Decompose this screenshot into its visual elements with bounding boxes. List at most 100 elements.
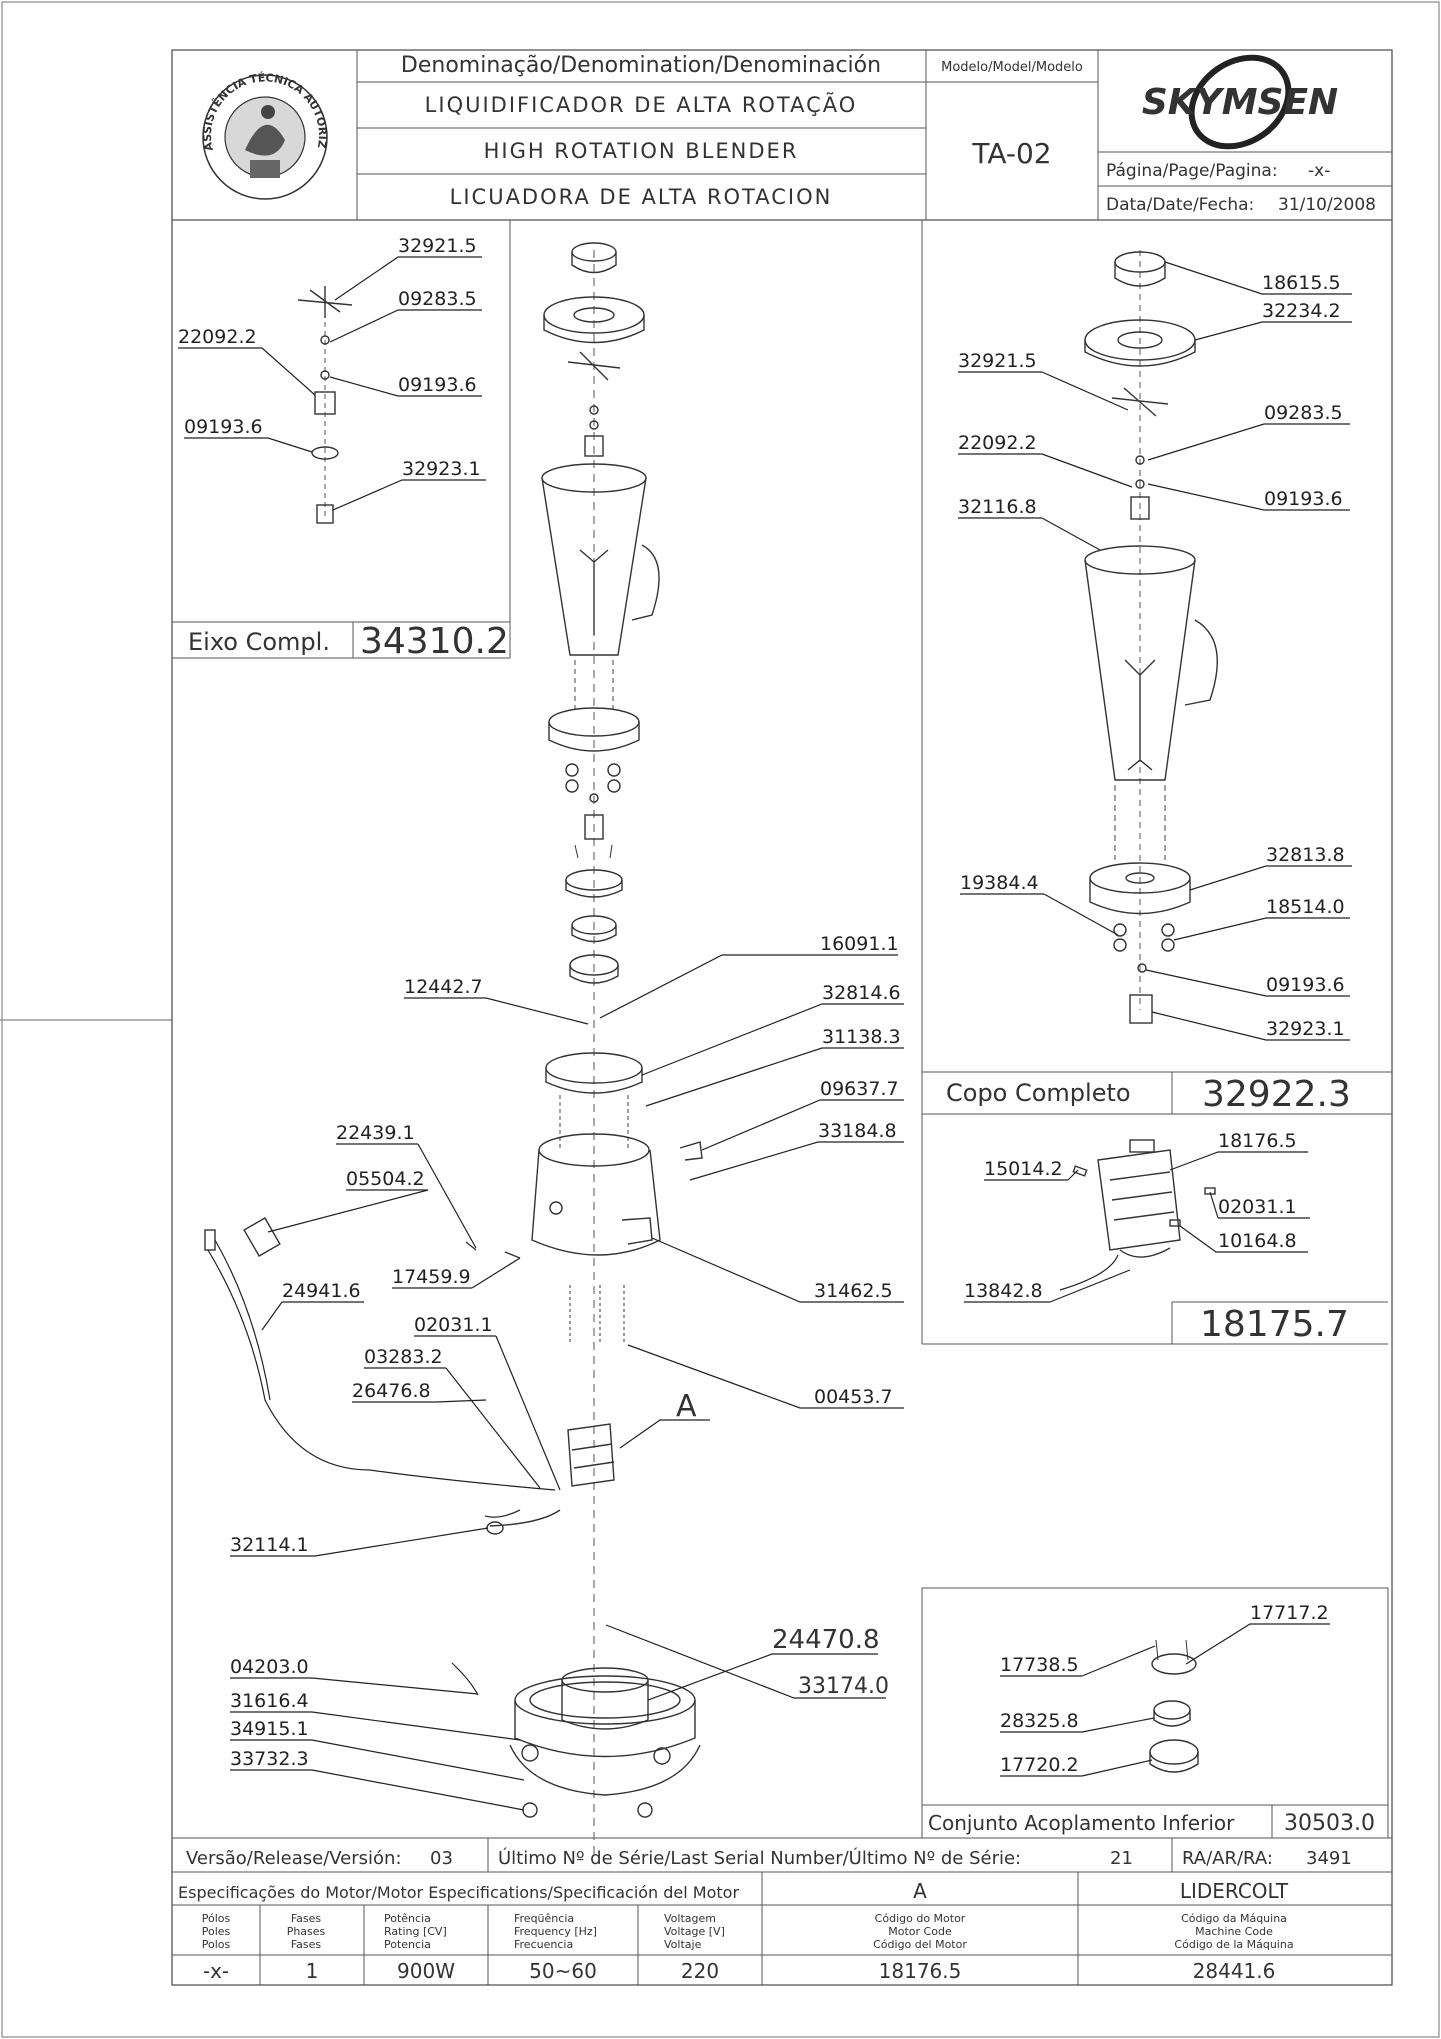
col-phases: Fases: [291, 1912, 322, 1925]
callout-label: 32921.5: [398, 235, 477, 257]
shaft-code: 34310.2: [360, 621, 509, 662]
callout-label: 33732.3: [230, 1748, 309, 1770]
footer-block: Versão/Release/Versión: 03 Último Nº de …: [172, 1837, 1392, 1985]
motor-drawing: [1059, 1139, 1216, 1291]
callout-label: 32923.1: [402, 458, 481, 480]
col-volt: Voltage [V]: [664, 1925, 725, 1938]
callout-label: 02031.1: [1218, 1196, 1297, 1218]
callout-label: 34915.1: [230, 1718, 309, 1740]
page-value: -x-: [1308, 161, 1330, 181]
shaft-label: Eixo Compl.: [188, 628, 330, 656]
callout-label: 17720.2: [1000, 1754, 1079, 1776]
spec-maker: LIDERCOLT: [1180, 1879, 1289, 1903]
callout-label: 09193.6: [1266, 974, 1345, 996]
callout-label: 09193.6: [398, 374, 477, 396]
coupling-code: 30503.0: [1284, 1811, 1375, 1836]
callout-label: 13842.8: [964, 1280, 1043, 1302]
callout-label: 22439.1: [336, 1122, 415, 1144]
callout-label: 09193.6: [184, 416, 263, 438]
val-poles: -x-: [203, 1959, 229, 1983]
ra-value: 3491: [1306, 1848, 1352, 1869]
brand-name: SKYMSEN: [1142, 82, 1338, 123]
val-machine: 28441.6: [1193, 1959, 1276, 1983]
cup-code: 32922.3: [1202, 1074, 1351, 1115]
main-exploded-view: [204, 242, 703, 1860]
date-label: Data/Date/Fecha:: [1106, 195, 1254, 215]
col-freq: Frecuencia: [514, 1938, 573, 1951]
col-freq: Frequency [Hz]: [514, 1925, 597, 1938]
coupling-label: Conjunto Acoplamento Inferior: [928, 1811, 1235, 1835]
col-poles: Poles: [202, 1925, 231, 1938]
callout-label: 04203.0: [230, 1656, 309, 1678]
assistance-logo: ASSISTÊNCIA TÉCNICA AUTORIZADA: [0, 0, 329, 200]
callout-label: 17459.9: [392, 1266, 471, 1288]
release-value: 03: [430, 1848, 453, 1869]
callout-label: 18615.5: [1262, 272, 1341, 294]
callout-label: 32923.1: [1266, 1018, 1345, 1040]
callout-label: 09283.5: [398, 288, 477, 310]
col-motor: Código del Motor: [873, 1938, 967, 1951]
col-phases: Phases: [287, 1925, 326, 1938]
callout-label: 15014.2: [984, 1158, 1063, 1180]
denomination-header: Denominação/Denomination/Denominación: [401, 53, 881, 78]
val-phases: 1: [306, 1959, 319, 1983]
callout-label: 31462.5: [814, 1280, 893, 1302]
callout-label: 02031.1: [414, 1314, 493, 1336]
val-freq: 50~60: [529, 1959, 597, 1983]
callout-label: 17717.2: [1250, 1602, 1329, 1624]
shaft-callouts: 32921.5 09283.5 22092.2 09193.6 09193.6 …: [178, 235, 486, 511]
name-en: HIGH ROTATION BLENDER: [484, 139, 799, 163]
callout-label: 09283.5: [1264, 402, 1343, 424]
main-callouts: 16091.1 12442.7 32814.6 31138.3 09637.7 …: [230, 933, 904, 1811]
model-value: TA-02: [971, 137, 1051, 170]
name-pt: LIQUIDIFICADOR DE ALTA ROTAÇÃO: [425, 91, 858, 117]
motor-code: 18175.7: [1200, 1304, 1349, 1345]
callout-label: 26476.8: [352, 1380, 431, 1402]
callout-label: 22092.2: [958, 432, 1037, 454]
col-volt: Voltagem: [664, 1912, 716, 1925]
cup-label: Copo Completo: [946, 1079, 1131, 1107]
callout-label: 28325.8: [1000, 1710, 1079, 1732]
brand-logo: SKYMSEN: [1142, 54, 1338, 150]
motor-panel: 18175.7 18176.5 15014.2 02031.1 10164.8 …: [922, 1130, 1388, 1345]
cup-assembly-panel: Copo Completo 32922.3: [921, 220, 1392, 1344]
callout-label: 05504.2: [346, 1168, 425, 1190]
col-power: Potência: [384, 1912, 431, 1925]
callout-label: 33184.8: [818, 1120, 897, 1142]
serial-label: Último Nº de Série/Last Serial Number/Úl…: [498, 1847, 1021, 1869]
callout-label: 24941.6: [282, 1280, 361, 1302]
callout-label: 09637.7: [820, 1078, 899, 1100]
callout-label: 00453.7: [814, 1386, 893, 1408]
callout-label: 18176.5: [1218, 1130, 1297, 1152]
callout-label: 09193.6: [1264, 488, 1343, 510]
col-motor: Código do Motor: [875, 1912, 966, 1925]
callout-label: 32114.1: [230, 1534, 309, 1556]
callout-label: 32813.8: [1266, 844, 1345, 866]
cup-callouts: 18615.5 32234.2 32921.5 09283.5 22092.2 …: [958, 261, 1352, 1041]
coupling-panel: Conjunto Acoplamento Inferior 30503.0 17…: [921, 1587, 1389, 1839]
val-volt: 220: [681, 1959, 719, 1983]
callout-label: 33174.0: [798, 1674, 889, 1699]
callout-label: 31138.3: [822, 1026, 901, 1048]
date-value: 31/10/2008: [1278, 195, 1376, 215]
col-poles: Pólos: [202, 1912, 231, 1925]
callout-label: 19384.4: [960, 872, 1039, 894]
page-label: Página/Page/Pagina:: [1106, 161, 1278, 181]
release-label: Versão/Release/Versión:: [186, 1848, 402, 1869]
col-freq: Freqüência: [514, 1912, 574, 1925]
model-header: Modelo/Model/Modelo: [941, 60, 1083, 75]
col-volt: Voltaje: [664, 1938, 702, 1951]
callout-label: 10164.8: [1218, 1230, 1297, 1252]
callout-label: 12442.7: [404, 976, 483, 998]
shaft-parts-drawing: [297, 286, 353, 524]
col-machine: Código da Máquina: [1181, 1912, 1287, 1925]
col-machine: Machine Code: [1195, 1925, 1273, 1938]
callout-label: 03283.2: [364, 1346, 443, 1368]
spec-header: Especificações do Motor/Motor Especifica…: [178, 1883, 739, 1902]
callout-label: 24470.8: [772, 1625, 880, 1655]
spec-a: A: [913, 1879, 927, 1903]
col-poles: Polos: [202, 1938, 231, 1951]
serial-value: 21: [1110, 1848, 1133, 1869]
